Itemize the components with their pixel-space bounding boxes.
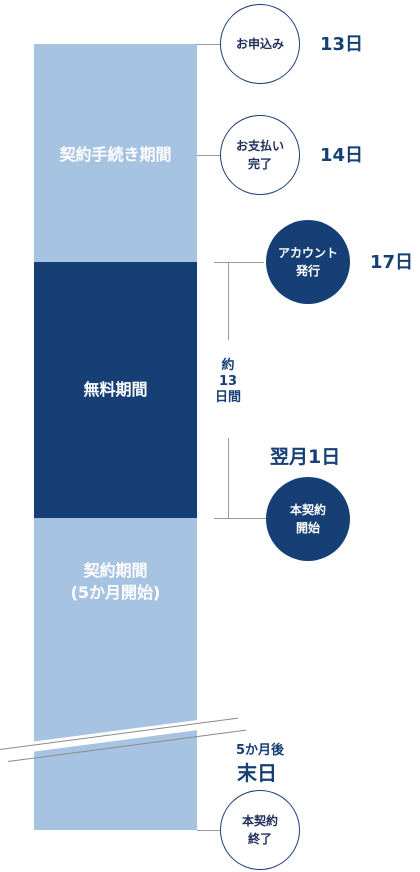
bracket-upper: [228, 262, 229, 340]
duration-label: 約 13 日間: [214, 358, 241, 405]
segment-label-free-period: 無料期間: [83, 380, 148, 399]
day-contract-start: 翌月1日: [270, 446, 341, 468]
circle-contract-start-label: 本契約 開始: [289, 503, 326, 535]
circle-apply-label: お申込み: [235, 37, 284, 51]
circle-apply: お申込み: [220, 4, 300, 84]
circle-contract-end-label: 本契約 終了: [241, 814, 278, 846]
circle-contract-start: 本契約 開始: [266, 477, 350, 561]
connector-payment: [197, 155, 222, 156]
connector-contract-end: [197, 830, 222, 831]
bracket-lower: [228, 438, 229, 518]
connector-contract-start: [214, 518, 266, 519]
segment-label-contract-procedure: 契約手続き期間: [59, 145, 172, 164]
day-contract-end: 末日: [237, 761, 277, 785]
connector-account: [214, 262, 264, 263]
circle-account: アカウント 発行: [266, 220, 350, 304]
day-apply: 13日: [320, 34, 364, 55]
circle-payment-label: お支払い 完了: [235, 139, 284, 171]
segment-label-contract-period: 契約期間 (5か月開始): [70, 561, 161, 602]
day-account: 17日: [370, 252, 414, 273]
connector-apply: [197, 44, 222, 45]
bar-segment-contract-procedure: 契約手続き期間: [34, 44, 197, 262]
subtitle-contract-end: 5か月後: [235, 743, 285, 758]
bar-segment-contract-period: 契約期間 (5か月開始): [34, 518, 197, 830]
bar-segment-free-period: 無料期間: [34, 262, 197, 518]
circle-contract-end: 本契約 終了: [220, 790, 300, 870]
circle-account-label: アカウント 発行: [277, 246, 338, 278]
day-payment: 14日: [320, 145, 364, 166]
circle-payment: お支払い 完了: [220, 115, 300, 195]
